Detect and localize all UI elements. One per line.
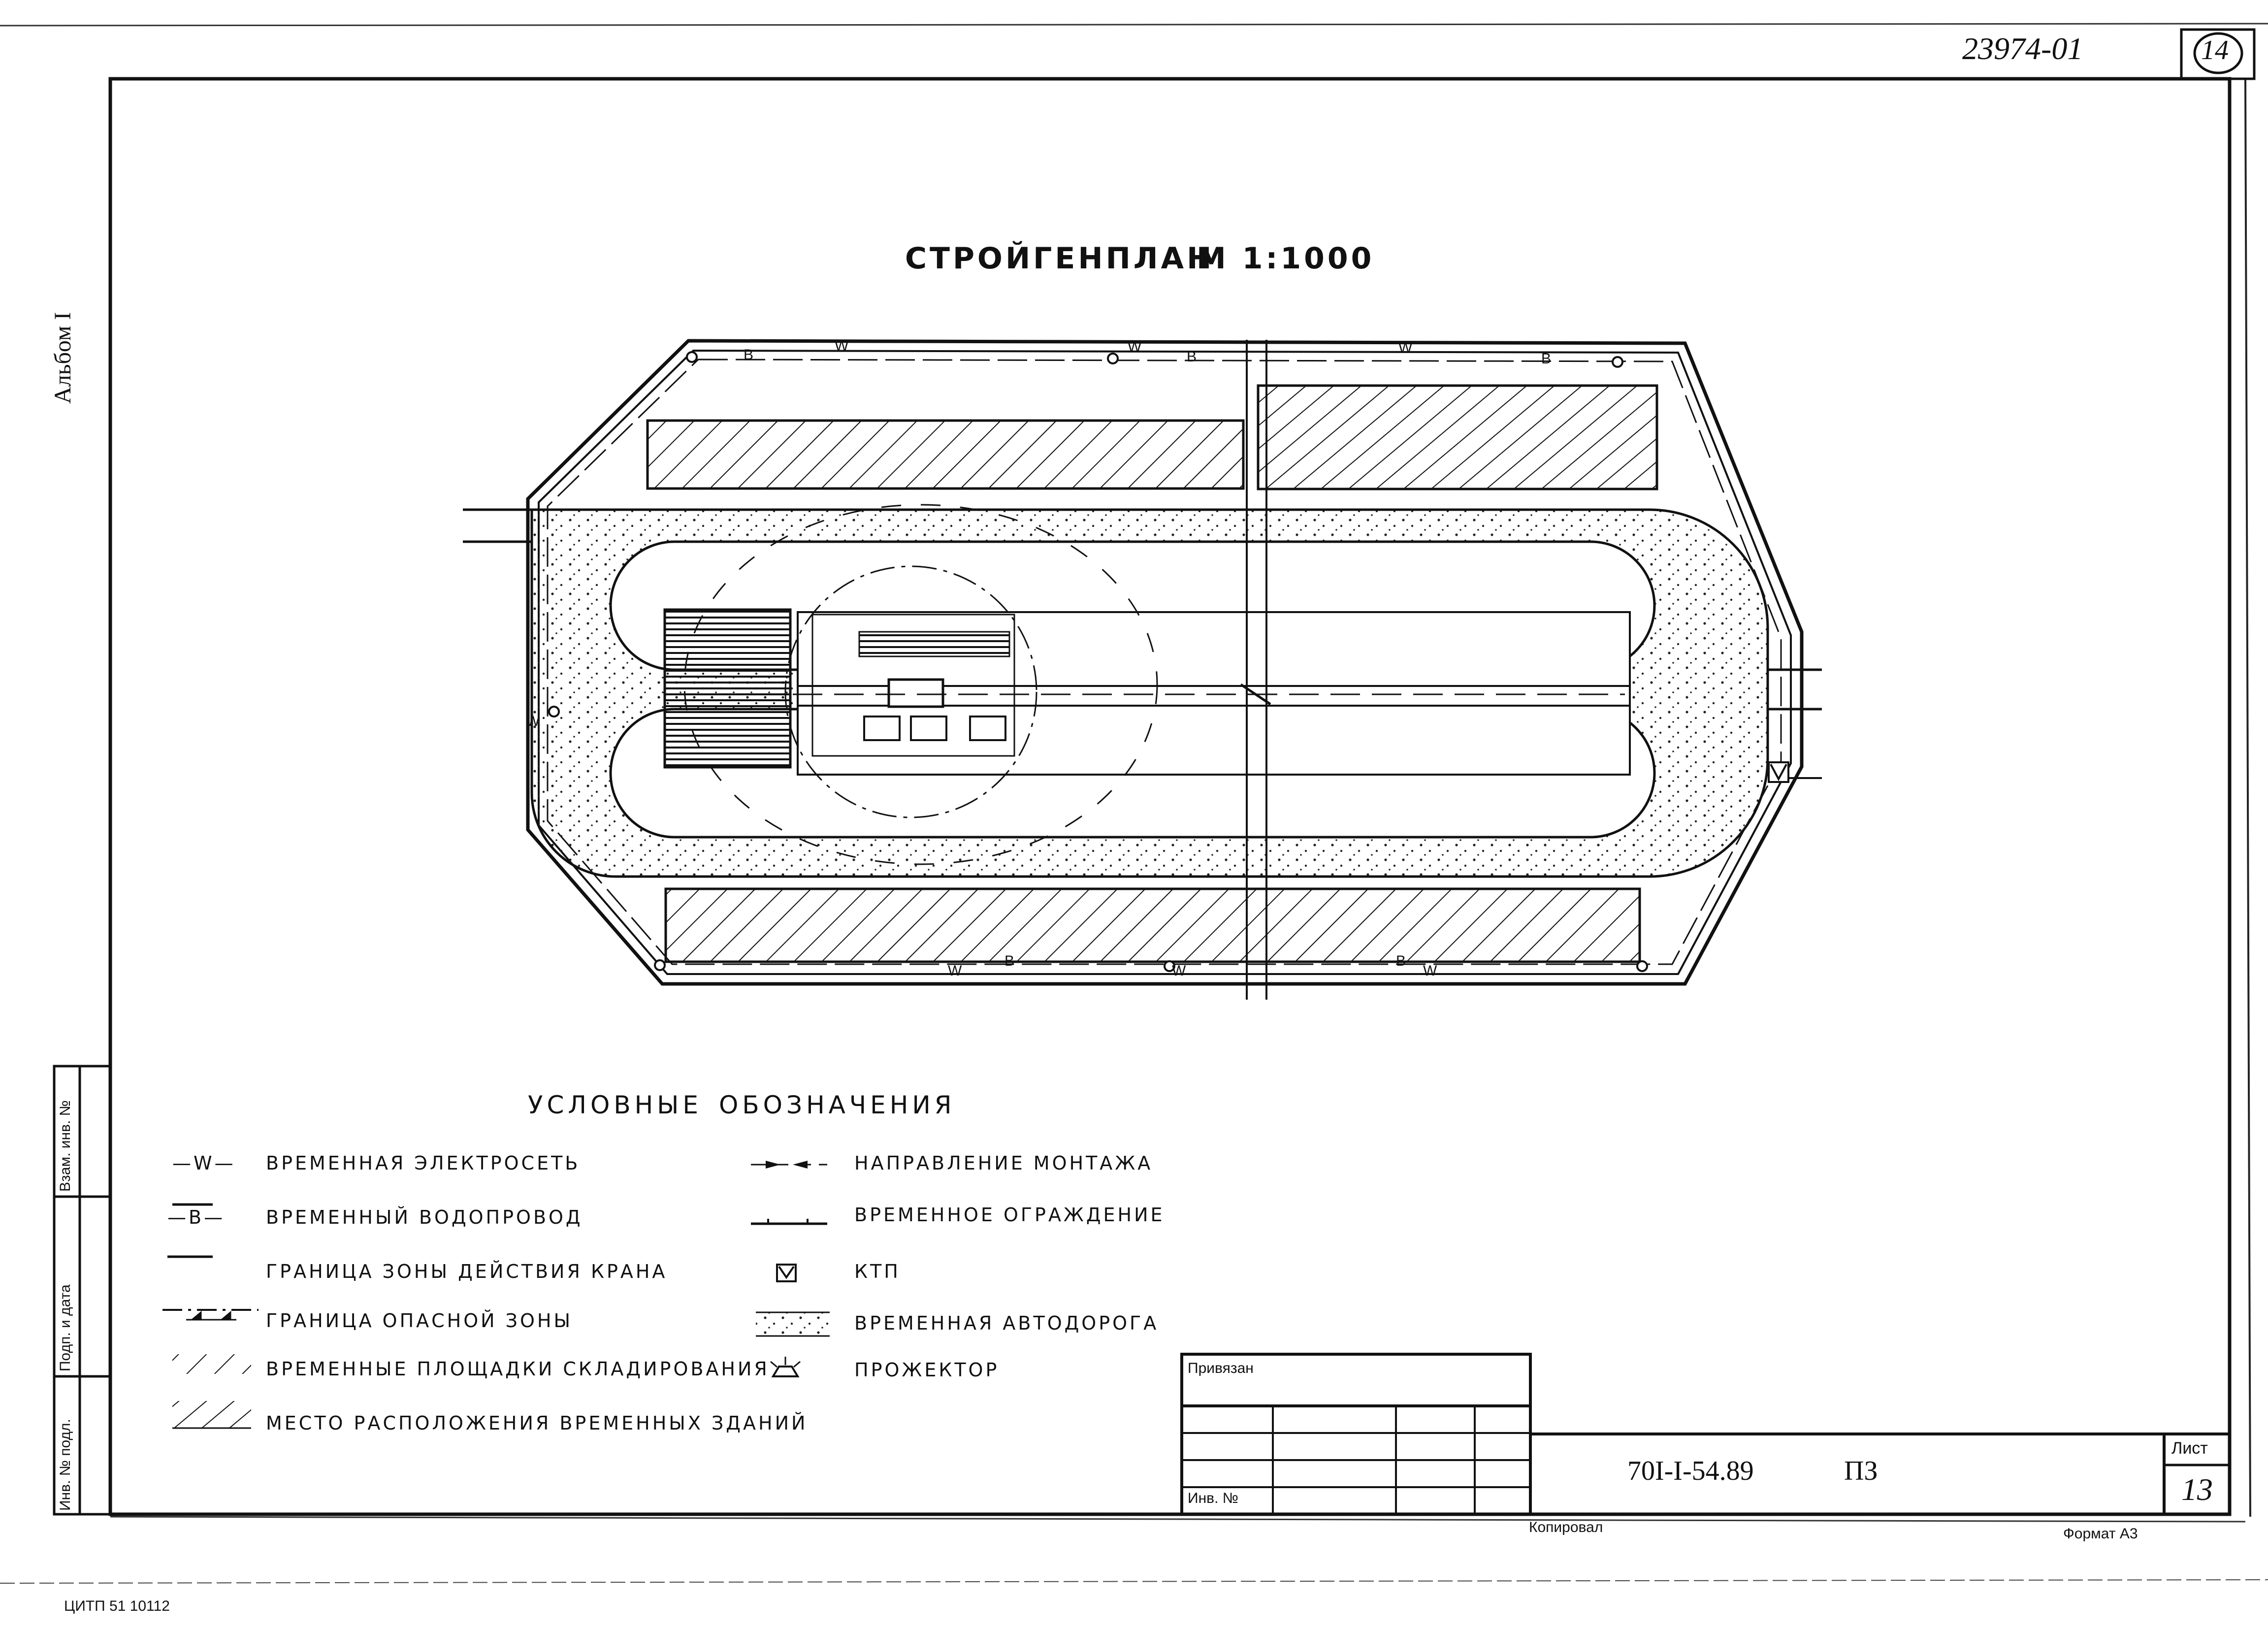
power-line-mark: W <box>948 963 962 979</box>
legend-label-power: ВРЕМЕННАЯ ЭЛЕКТРОСЕТЬ <box>266 1152 581 1174</box>
temporary-buildings-top <box>1257 384 1658 490</box>
side-stamp-cell: Подп. и дата <box>57 1284 73 1371</box>
document-code: 70I-I-54.89 <box>1627 1456 1754 1486</box>
plan-scale: М 1:1000 <box>1197 241 1375 276</box>
water-line-mark: В <box>1187 349 1197 365</box>
album-label: Альбом I <box>50 312 76 404</box>
sheet-number: 13 <box>2181 1472 2213 1507</box>
legend-label-floodlight: ПРОЖЕКТОР <box>854 1359 1000 1381</box>
legend-label-buildings: МЕСТО РАСПОЛОЖЕНИЯ ВРЕМЕННЫХ ЗДАНИЙ <box>266 1412 808 1434</box>
legend-symbol-power: —W— <box>172 1152 236 1174</box>
legend-label-crane-zone: ГРАНИЦА ЗОНЫ ДЕЙСТВИЯ КРАНА <box>266 1261 668 1282</box>
title-block-sheet-cell <box>2163 1433 2231 1516</box>
document-section: ПЗ <box>1844 1456 1878 1486</box>
sheet-label: Лист <box>2171 1439 2208 1458</box>
temporary-fence <box>526 339 1804 986</box>
legend-title: ОБОЗНАЧЕНИЯ <box>719 1091 956 1119</box>
crane <box>887 678 944 708</box>
power-line-mark: W <box>1128 339 1142 355</box>
binding-stamp-inv: Инв. № <box>1188 1490 1238 1506</box>
legend-label-danger-zone: ГРАНИЦА ОПАСНОЙ ЗОНЫ <box>266 1310 573 1332</box>
legend-label-road: ВРЕМЕННАЯ АВТОДОРОГА <box>854 1312 1159 1334</box>
power-line-mark: W <box>526 713 540 729</box>
sheet-frame <box>108 77 2232 1516</box>
plan-title: СТРОЙГЕНПЛАН <box>905 241 1215 276</box>
power-line-mark: W <box>1423 963 1437 979</box>
hatched-block <box>663 608 792 769</box>
legend-title: УСЛОВНЫЕ <box>528 1091 702 1119</box>
power-line-mark: W <box>1398 340 1413 356</box>
water-line-mark: В <box>1004 953 1015 969</box>
water-line-mark: В <box>1541 351 1552 367</box>
storage-area-bottom <box>664 887 1641 963</box>
sheet-circle-number: 14 <box>2201 35 2229 65</box>
legend-label-ktp: КТП <box>854 1261 901 1282</box>
footer-code: ЦИТП 51 10112 <box>64 1598 170 1614</box>
legend-label-direction: НАПРАВЛЕНИЕ МОНТАЖА <box>854 1152 1153 1174</box>
power-line-mark: W <box>1172 963 1186 979</box>
side-stamp-cell: Инв. № подл. <box>57 1419 73 1511</box>
storage-area-top <box>646 419 1245 490</box>
copied-by-label: Копировал <box>1529 1519 1603 1535</box>
format-label: Формат А3 <box>2063 1526 2138 1542</box>
legend-label-fence: ВРЕМЕННОЕ ОГРАЖДЕНИЕ <box>854 1204 1165 1226</box>
water-line-mark: В <box>744 347 754 363</box>
legend-label-storage: ВРЕМЕННЫЕ ПЛОЩАДКИ СКЛАДИРОВАНИЯ <box>266 1358 770 1380</box>
water-line-mark: В <box>1396 953 1406 969</box>
power-line-mark: W <box>835 338 849 354</box>
crane-zone-boundary <box>784 565 1037 818</box>
legend-symbol-water: —В— <box>167 1206 226 1228</box>
side-stamp-cell: Взам. инв. № <box>57 1100 73 1192</box>
document-number: 23974-01 <box>1962 31 2083 66</box>
legend-label-water: ВРЕМЕННЫЙ ВОДОПРОВОД <box>266 1206 583 1228</box>
binding-stamp-header: Привязан <box>1188 1360 1254 1376</box>
danger-zone-boundary <box>683 504 1158 865</box>
